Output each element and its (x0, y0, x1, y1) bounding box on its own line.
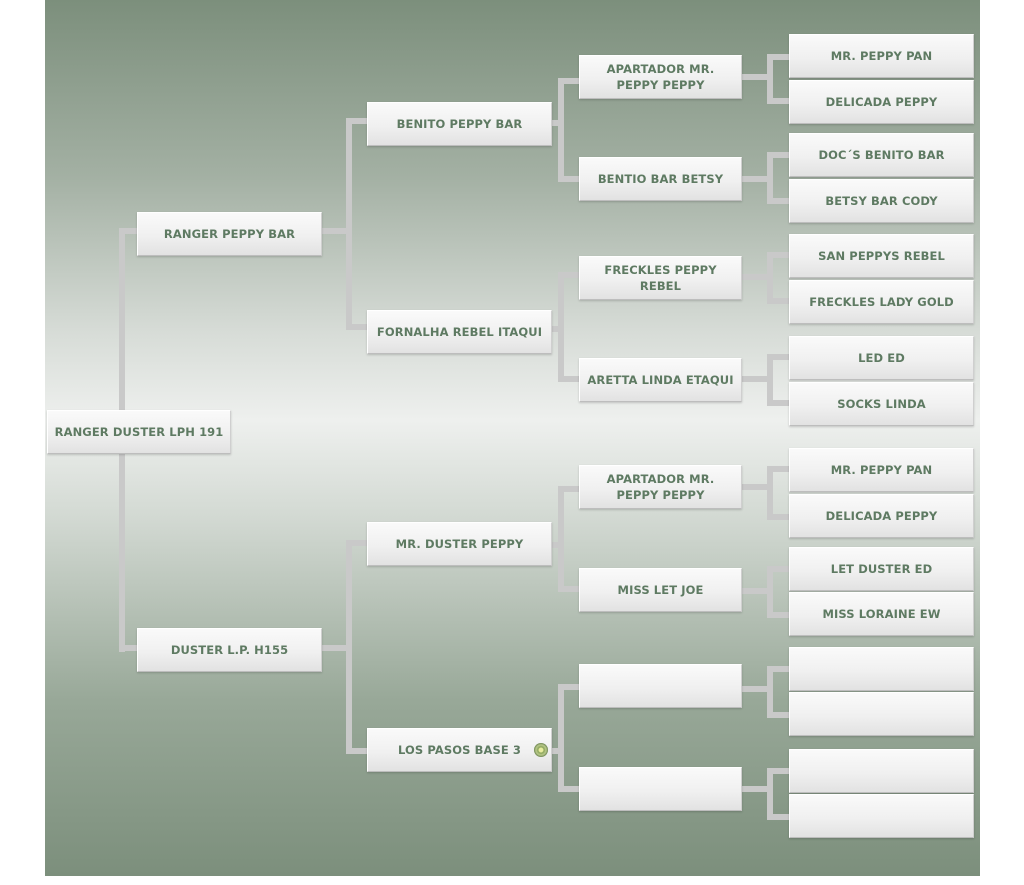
connector-line (767, 54, 791, 60)
connector-line (767, 252, 791, 258)
connector-line (551, 748, 563, 754)
horse-gen4-7[interactable]: LED ED (789, 336, 974, 380)
connector-line (767, 768, 773, 820)
connector-line (741, 376, 773, 382)
connector-line (767, 54, 773, 104)
horse-gen4-10[interactable]: DELICADA PEPPY (789, 494, 974, 538)
horse-gen4-13[interactable] (789, 647, 974, 691)
connector-line (551, 120, 563, 126)
connector-line (551, 326, 563, 332)
horse-dam-dam[interactable]: LOS PASOS BASE 3 (367, 728, 552, 772)
connector-line (767, 712, 791, 718)
horse-gen3-5[interactable]: APARTADOR MR. PEPPY PEPPY (579, 465, 742, 509)
horse-gen4-4[interactable]: BETSY BAR CODY (789, 179, 974, 223)
connector-line (741, 786, 773, 792)
connector-line (767, 152, 773, 204)
connector-line (767, 514, 791, 520)
connector-line (558, 376, 582, 382)
horse-gen4-16[interactable] (789, 794, 974, 838)
connector-line (558, 272, 582, 278)
connector-line (741, 484, 773, 490)
connector-line (767, 466, 773, 520)
connector-line (767, 666, 791, 672)
connector-line (767, 612, 791, 618)
connector-line (346, 324, 370, 330)
horse-sire-dam[interactable]: FORNALHA REBEL ITAQUI (367, 310, 552, 354)
connector-line (741, 588, 773, 594)
connector-line (119, 228, 139, 234)
horse-gen4-1[interactable]: MR. PEPPY PAN (789, 34, 974, 78)
connector-line (767, 466, 791, 472)
connector-line (346, 118, 370, 124)
horse-gen3-6[interactable]: MISS LET JOE (579, 568, 742, 612)
horse-dam-sire[interactable]: MR. DUSTER PEPPY (367, 522, 552, 566)
connector-line (767, 354, 791, 360)
connector-line (558, 78, 564, 182)
horse-gen4-8[interactable]: SOCKS LINDA (789, 382, 974, 426)
horse-subject[interactable]: RANGER DUSTER LPH 191 (47, 410, 231, 454)
connector-line (558, 176, 582, 182)
horse-gen4-12[interactable]: MISS LORAINE EW (789, 592, 974, 636)
horse-gen3-7[interactable] (579, 664, 742, 708)
horse-gen3-1[interactable]: APARTADOR MR. PEPPY PEPPY (579, 55, 742, 99)
connector-line (767, 814, 791, 820)
connector-line (558, 272, 564, 382)
horse-gen4-11[interactable]: LET DUSTER ED (789, 547, 974, 591)
horse-gen4-6[interactable]: FRECKLES LADY GOLD (789, 280, 974, 324)
connector-line (558, 486, 564, 592)
horse-sire[interactable]: RANGER PEPPY BAR (137, 212, 322, 256)
connector-line (767, 198, 791, 204)
connector-line (346, 748, 370, 754)
connector-line (767, 566, 791, 572)
horse-gen4-2[interactable]: DELICADA PEPPY (789, 80, 974, 124)
connector-line (741, 274, 773, 280)
connector-line (551, 542, 563, 548)
horse-gen4-14[interactable] (789, 692, 974, 736)
horse-gen4-9[interactable]: MR. PEPPY PAN (789, 448, 974, 492)
connector-line (767, 768, 791, 774)
connector-line (346, 540, 352, 754)
connector-line (346, 540, 370, 546)
connector-line (321, 228, 349, 234)
connector-line (558, 684, 564, 792)
horse-gen4-3[interactable]: DOC´S BENITO BAR (789, 133, 974, 177)
horse-dam[interactable]: DUSTER L.P. H155 (137, 628, 322, 672)
connector-line (767, 252, 773, 304)
horse-gen3-3[interactable]: FRECKLES PEPPY REBEL (579, 256, 742, 300)
connector-line (767, 98, 791, 104)
connector-line (558, 684, 582, 690)
connector-line (346, 118, 352, 330)
connector-line (321, 645, 349, 651)
horse-gen4-15[interactable] (789, 749, 974, 793)
connector-line (767, 666, 773, 718)
horse-gen3-2[interactable]: BENTIO BAR BETSY (579, 157, 742, 201)
horse-gen3-4[interactable]: ARETTA LINDA ETAQUI (579, 358, 742, 402)
connector-line (558, 486, 582, 492)
connector-line (558, 786, 582, 792)
horse-gen4-5[interactable]: SAN PEPPYS REBEL (789, 234, 974, 278)
connector-line (767, 400, 791, 406)
horse-gen3-8[interactable] (579, 767, 742, 811)
connector-line (767, 152, 791, 158)
connector-line (558, 78, 582, 84)
connector-line (767, 298, 791, 304)
horse-sire-sire[interactable]: BENITO PEPPY BAR (367, 102, 552, 146)
connector-line (119, 645, 139, 651)
connector-line (741, 176, 773, 182)
connector-line (558, 586, 582, 592)
connector-line (741, 686, 773, 692)
connector-line (767, 566, 773, 618)
registration-badge-icon (534, 743, 548, 757)
connector-line (767, 354, 773, 406)
connector-line (741, 74, 773, 80)
